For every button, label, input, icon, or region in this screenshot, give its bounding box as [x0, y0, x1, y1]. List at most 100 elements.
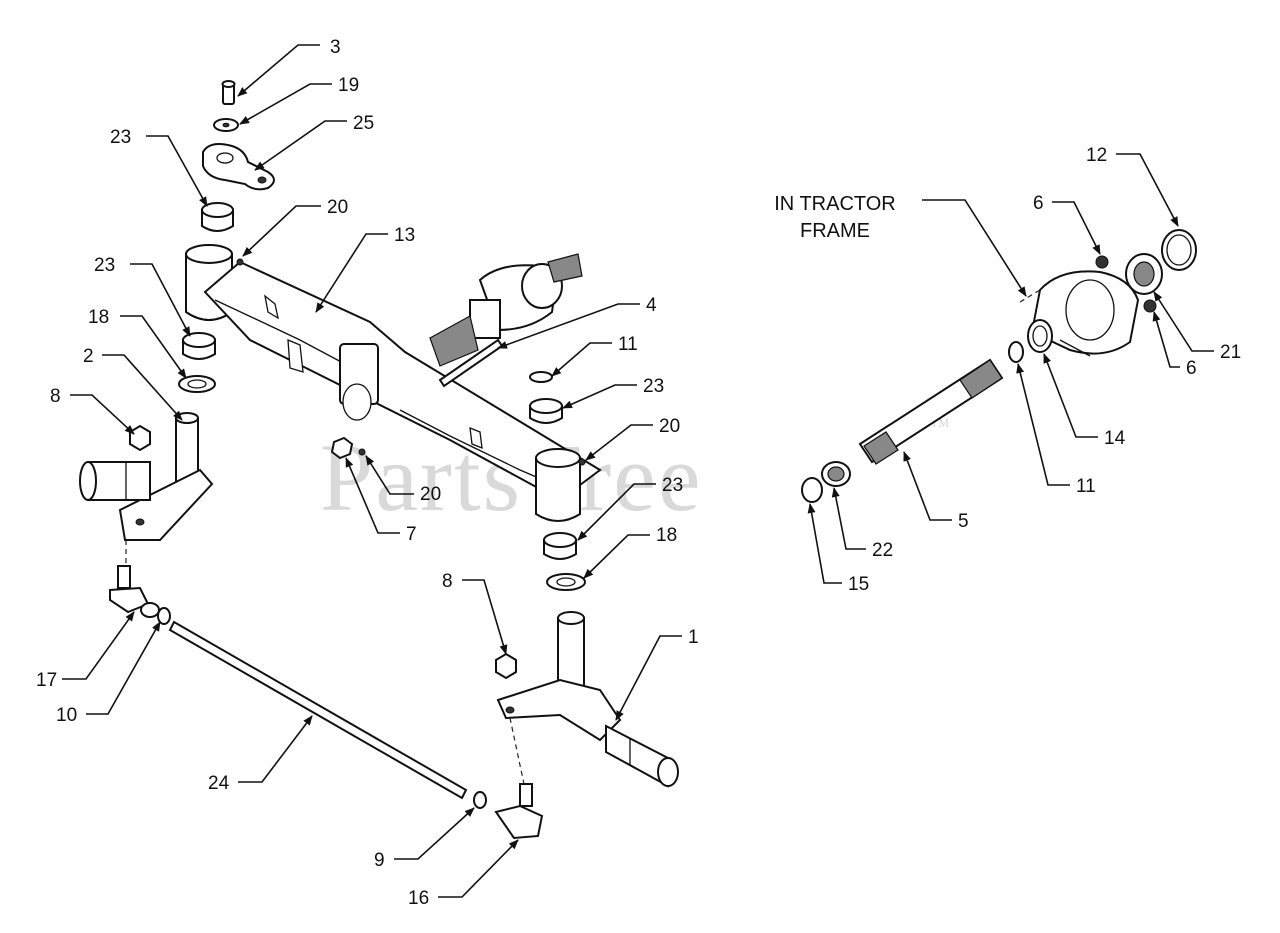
callout-20b: 20: [585, 416, 680, 461]
callout-12: 12: [1086, 145, 1179, 227]
callout-3-label: 3: [330, 37, 341, 58]
part-1-right-spindle: [496, 611, 679, 788]
callout-21-label: 21: [1220, 342, 1241, 363]
part-6-nut-upper: [1095, 255, 1109, 269]
callout-8b-label: 8: [442, 571, 453, 592]
callout-12-label: 12: [1086, 145, 1107, 166]
callout-14-label: 14: [1104, 428, 1126, 449]
callout-7: 7: [345, 457, 417, 545]
callout-23d-label: 23: [662, 475, 683, 496]
part-11-ring-upper: [529, 371, 553, 383]
callout-6b: 6: [1152, 311, 1197, 379]
callout-17-label: 17: [36, 670, 57, 691]
callout-10-label: 10: [56, 705, 77, 726]
part-23-bushing-upper-left: [201, 202, 234, 232]
callout-22: 22: [831, 487, 893, 561]
callout-15: 15: [807, 503, 869, 595]
callout-23a: 23: [110, 127, 208, 207]
callout-25: 25: [254, 113, 374, 171]
part-11-ring-lower: [1008, 341, 1024, 363]
callout-24: 24: [208, 715, 313, 794]
callout-10: 10: [56, 621, 161, 726]
callout-16: 16: [408, 839, 519, 909]
part-15-ring: [801, 477, 823, 503]
callout-23d: 23: [577, 475, 683, 541]
part-8-nut-right: [495, 652, 517, 680]
part-7-nut: [330, 436, 354, 460]
callout-20b-label: 20: [659, 416, 680, 437]
bearing-housing: [1030, 270, 1140, 357]
callout-8a: 8: [50, 386, 135, 435]
part-5-shaft: [858, 358, 1004, 465]
part-12-snap-ring: [1161, 229, 1197, 271]
frame-mount-line: [1019, 289, 1041, 303]
callout-19: 19: [239, 75, 359, 125]
callout-9: 9: [374, 807, 475, 871]
callout-20a-label: 20: [327, 197, 348, 218]
callout-23c-label: 23: [643, 376, 664, 397]
part-19-washer: [213, 118, 239, 132]
part-24-tie-rod: [168, 620, 468, 800]
callout-14: 14: [1043, 353, 1126, 449]
part-25-steering-arm: [202, 143, 275, 191]
callout-4-label: 4: [646, 295, 657, 316]
callouts: 3 19 25 23 20 13 23 18: [36, 37, 1241, 909]
part-3-bolt: [221, 80, 236, 105]
part-6-nut-lower: [1143, 299, 1157, 313]
callout-19-label: 19: [338, 75, 359, 96]
part-20-grease-fitting-center: [358, 448, 366, 456]
part-23-bushing-lower-left: [182, 332, 216, 360]
right-kingpin-tube: [535, 448, 581, 522]
callout-6a-label: 6: [1033, 193, 1044, 214]
callout-9-label: 9: [374, 850, 385, 871]
part-17-tie-rod-end-left: [109, 565, 160, 618]
callout-25-label: 25: [353, 113, 374, 134]
callout-18b-label: 18: [656, 525, 677, 546]
frame-note-line2: FRAME: [800, 220, 870, 242]
part-9-jam-nut: [473, 791, 487, 809]
callout-17: 17: [36, 611, 135, 691]
part-23-bushing-upper-right: [529, 398, 563, 424]
callout-5: 5: [903, 451, 969, 532]
callout-8b: 8: [442, 571, 508, 655]
callout-2-label: 2: [83, 346, 94, 367]
shaft-assembly: [801, 229, 1197, 503]
callout-18b: 18: [583, 525, 677, 579]
part-20-grease-fitting-right: [578, 458, 586, 466]
callout-20a: 20: [242, 197, 348, 257]
callout-8a-label: 8: [50, 386, 61, 407]
frame-note: IN TRACTOR FRAME: [774, 193, 1027, 297]
callout-16-label: 16: [408, 888, 429, 909]
callout-21: 21: [1153, 291, 1241, 363]
part-23-bushing-lower-right: [543, 532, 577, 560]
alignment-line-right: [509, 717, 525, 785]
callout-24-label: 24: [208, 773, 230, 794]
callout-22-label: 22: [872, 540, 893, 561]
part-8-nut-left: [129, 424, 151, 452]
callout-6b-label: 6: [1186, 358, 1197, 379]
frame-note-leader: [922, 199, 1027, 297]
axle-housing: [429, 253, 583, 367]
callout-11a-label: 11: [618, 334, 638, 355]
part-20-grease-fitting-left: [236, 258, 244, 266]
axle-assembly: [79, 80, 679, 840]
callout-20c: 20: [365, 455, 441, 505]
callout-18a-label: 18: [88, 307, 109, 328]
callout-23c: 23: [562, 376, 664, 409]
callout-4: 4: [497, 295, 657, 349]
frame-note-line1: IN TRACTOR: [774, 193, 896, 215]
callout-1: 1: [615, 627, 699, 721]
callout-11a: 11: [551, 334, 638, 377]
callout-18a: 18: [88, 307, 187, 379]
part-14-sleeve: [1027, 319, 1053, 353]
part-10-jam-nut: [157, 607, 171, 625]
part-22-coupler: [821, 461, 851, 487]
callout-15-label: 15: [848, 574, 869, 595]
callout-20c-label: 20: [420, 484, 441, 505]
callout-23b: 23: [94, 255, 191, 337]
callout-13-label: 13: [394, 225, 415, 246]
part-2-left-spindle: [79, 412, 214, 541]
part-18-washer-right: [546, 573, 586, 591]
callout-11b-label: 11: [1076, 476, 1096, 497]
